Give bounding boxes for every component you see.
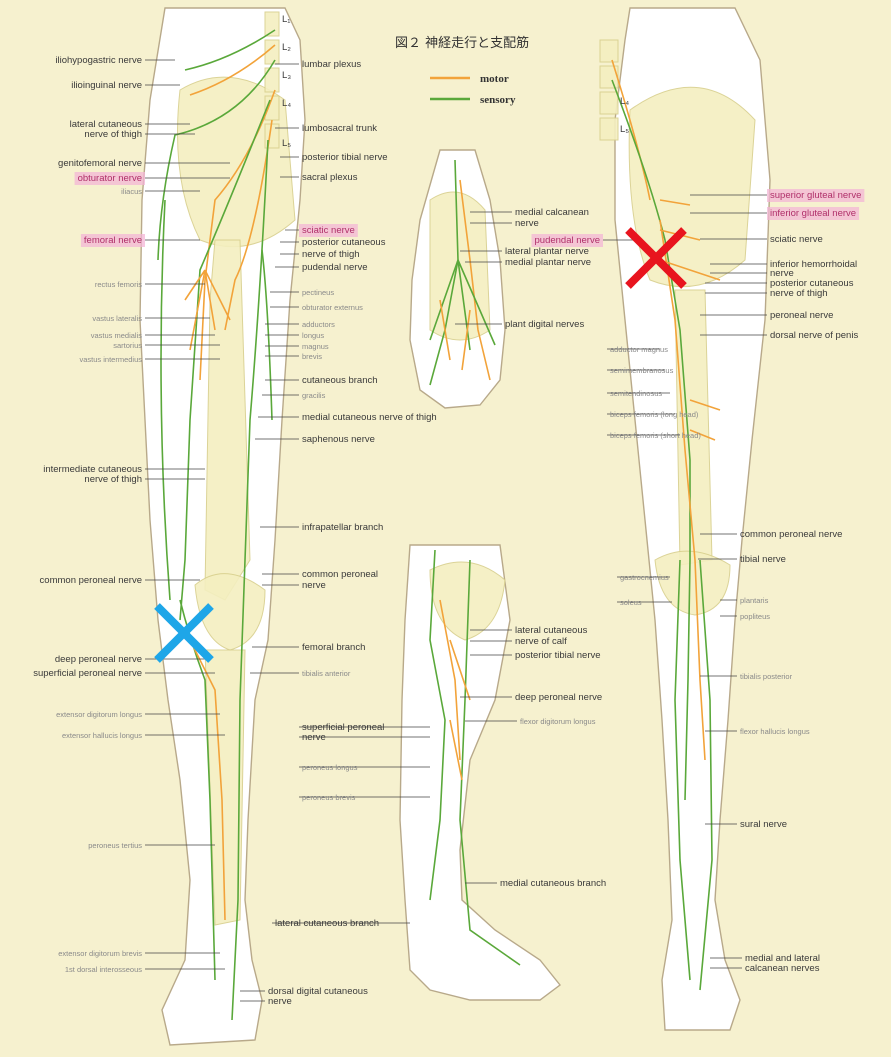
muscle-label: popliteus xyxy=(740,612,770,621)
nerve-label: nerve xyxy=(268,996,292,1007)
muscle-label: brevis xyxy=(302,352,322,361)
muscle-label: peroneus brevis xyxy=(302,793,356,802)
vertebra-label: L₁ xyxy=(282,14,291,25)
vertebra-label: L₂ xyxy=(282,42,291,53)
muscle-label: rectus femoris xyxy=(95,280,142,289)
nerve-label: ilioinguinal nerve xyxy=(71,80,142,91)
muscle-label: obturator externus xyxy=(302,303,363,312)
nerve-label: superior gluteal nerve xyxy=(770,190,861,201)
nerve-label: sacral plexus xyxy=(302,172,358,183)
vertebra-label: L₅ xyxy=(620,124,629,135)
nerve-label: dorsal nerve of penis xyxy=(770,330,858,341)
nerve-label: common peroneal xyxy=(302,569,378,580)
nerve-label: posterior tibial nerve xyxy=(302,152,388,163)
muscle-label: adductors xyxy=(302,320,335,329)
nerve-label: femoral nerve xyxy=(84,235,142,246)
muscle-label: peroneus longus xyxy=(302,763,358,772)
nerve-label: cutaneous branch xyxy=(302,375,378,386)
muscle-label: flexor hallucis longus xyxy=(740,727,810,736)
nerve-label: posterior tibial nerve xyxy=(515,650,601,661)
muscle-label: tibialis anterior xyxy=(302,669,351,678)
muscle-label: extensor digitorum longus xyxy=(56,710,142,719)
muscle-label: biceps femoris (short head) xyxy=(610,431,701,440)
nerve-label: iliohypogastric nerve xyxy=(55,55,142,66)
muscle-label: vastus medialis xyxy=(91,331,143,340)
vertebra-label: L₄ xyxy=(620,96,629,107)
nerve-label: nerve of calf xyxy=(515,636,567,647)
muscle-label: peroneus tertius xyxy=(88,841,142,850)
nerve-label: nerve of thigh xyxy=(302,249,360,260)
nerve-label: nerve of thigh xyxy=(84,474,142,485)
nerve-label: lateral cutaneous branch xyxy=(275,918,379,929)
muscle-label: adductor magnus xyxy=(610,345,668,354)
muscle-label: biceps femoris (long head) xyxy=(610,410,699,419)
nerve-label: medial plantar nerve xyxy=(505,257,591,268)
nerve-label: saphenous nerve xyxy=(302,434,375,445)
nerve-label: posterior cutaneous xyxy=(302,237,386,248)
nerve-label: obturator nerve xyxy=(78,173,142,184)
nerve-label: pudendal nerve xyxy=(535,235,601,246)
nerve-label: sural nerve xyxy=(740,819,787,830)
nerve-label: deep peroneal nerve xyxy=(55,654,142,665)
muscle-label: vastus lateralis xyxy=(92,314,142,323)
muscle-label: flexor digitorum longus xyxy=(520,717,596,726)
muscle-label: sartorius xyxy=(113,341,142,350)
muscle-label: pectineus xyxy=(302,288,334,297)
nerve-label: deep peroneal nerve xyxy=(515,692,602,703)
legend-sensory-label: sensory xyxy=(480,94,516,106)
nerve-label: lateral plantar nerve xyxy=(505,246,589,257)
muscle-label: semimembranosus xyxy=(610,366,674,375)
muscle-label: 1st dorsal interosseous xyxy=(65,965,142,974)
muscle-label: magnus xyxy=(302,342,329,351)
diagram-title: 図２ 神経走行と支配筋 xyxy=(395,35,529,51)
muscle-label: vastus intermedius xyxy=(79,355,142,364)
muscle-label: extensor hallucis longus xyxy=(62,731,142,740)
nerve-label: medial cutaneous branch xyxy=(500,878,606,889)
nerve-label: medial cutaneous nerve of thigh xyxy=(302,412,437,423)
muscle-label: iliacus xyxy=(121,187,142,196)
vertebra-label: L₃ xyxy=(282,70,291,81)
vertebra-label: L₄ xyxy=(282,98,291,109)
vertebra-label: L₅ xyxy=(282,138,291,149)
muscle-label: gracilis xyxy=(302,391,326,400)
nerve-label: tibial nerve xyxy=(740,554,786,565)
muscle-label: semitendinosus xyxy=(610,389,662,398)
nerve-label: infrapatellar branch xyxy=(302,522,383,533)
muscle-label: gastrocnemius xyxy=(620,573,669,582)
muscle-label: longus xyxy=(302,331,324,340)
nerve-label: plant digital nerves xyxy=(505,319,584,330)
nerve-label: medial calcanean xyxy=(515,207,589,218)
nerve-label: femoral branch xyxy=(302,642,365,653)
nerve-label: genitofemoral nerve xyxy=(58,158,142,169)
nerve-label: nerve xyxy=(515,218,539,229)
nerve-label: superficial peroneal nerve xyxy=(33,668,142,679)
nerve-label: nerve of thigh xyxy=(84,129,142,140)
muscle-label: soleus xyxy=(620,598,642,607)
muscle-label: extensor digitorum brevis xyxy=(58,949,142,958)
nerve-label: lumbosacral trunk xyxy=(302,123,377,134)
nerve-label: sciatic nerve xyxy=(770,234,823,245)
nerve-label: common peroneal nerve xyxy=(40,575,142,586)
muscle-label: tibialis posterior xyxy=(740,672,793,681)
nerve-label: sciatic nerve xyxy=(302,225,355,236)
nerve-label: peroneal nerve xyxy=(770,310,833,321)
nerve-label: pudendal nerve xyxy=(302,262,368,273)
legend-motor-label: motor xyxy=(480,73,509,85)
nerve-label: nerve xyxy=(302,580,326,591)
nerve-label: nerve of thigh xyxy=(770,288,828,299)
nerve-label: nerve xyxy=(302,732,326,743)
muscle-label: plantaris xyxy=(740,596,769,605)
nerve-label: lateral cutaneous xyxy=(515,625,588,636)
nerve-label: inferior gluteal nerve xyxy=(770,208,856,219)
nerve-label: calcanean nerves xyxy=(745,963,820,974)
nerve-label: lumbar plexus xyxy=(302,59,361,70)
nerve-label: common peroneal nerve xyxy=(740,529,842,540)
